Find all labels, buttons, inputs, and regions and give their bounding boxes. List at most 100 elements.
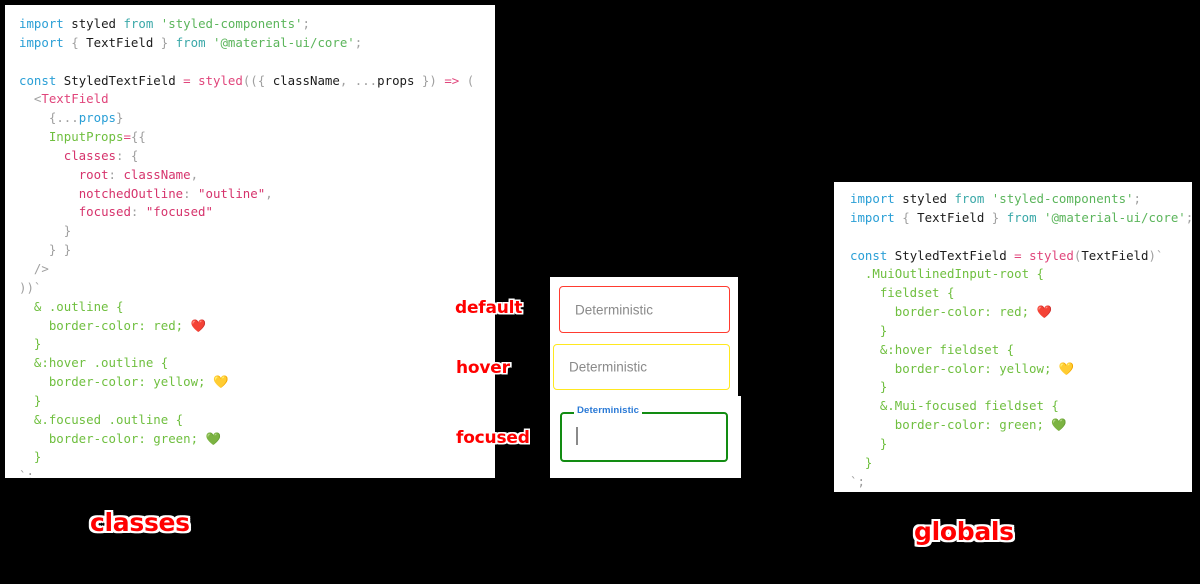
code-line: import { TextField } from '@material-ui/…: [19, 34, 495, 53]
text-cursor-caret: [576, 427, 578, 445]
code-line: border-color: yellow; 💛: [850, 360, 1192, 379]
code-line: & .outline {: [19, 298, 495, 317]
code-token: {: [71, 34, 79, 50]
code-token: (: [459, 72, 475, 88]
code-token: [850, 323, 880, 338]
code-token: ,: [265, 185, 273, 201]
code-token: ;: [1133, 191, 1141, 206]
code-token: [19, 431, 49, 446]
code-token: [19, 374, 49, 389]
code-token: styled: [1029, 247, 1074, 263]
code-token: [19, 223, 64, 238]
code-token: const: [850, 247, 888, 263]
code-line: root: className,: [19, 166, 495, 185]
code-token: :: [115, 147, 131, 163]
code-token: [19, 355, 34, 370]
code-token: [19, 204, 79, 219]
code-token: ,: [339, 72, 348, 88]
code-token: ...: [56, 110, 79, 126]
code-token: {: [257, 72, 273, 88]
code-line: border-color: green; 💚: [19, 430, 495, 449]
code-line: }: [850, 378, 1192, 397]
code-token: notchedOutline: [78, 185, 184, 201]
code-line: `;: [19, 467, 495, 478]
code-token: [19, 186, 79, 201]
code-line: focused: "focused": [19, 203, 495, 222]
code-token: )`: [1148, 247, 1164, 263]
code-token: [19, 91, 34, 106]
code-token: <: [33, 91, 42, 107]
code-token: ((: [242, 72, 258, 88]
code-token: import: [850, 191, 895, 206]
code-token: [191, 73, 198, 88]
code-token: 💛: [212, 374, 229, 390]
code-line: &:hover .outline {: [19, 354, 495, 373]
code-token: ...: [354, 72, 378, 88]
code-token: [168, 35, 175, 50]
annotation-hover: hover: [456, 358, 510, 378]
code-line: import styled from 'styled-components';: [850, 190, 1192, 209]
code-token: & .outline {: [33, 298, 124, 314]
code-token: border-color: red;: [894, 304, 1037, 320]
code-token: focused: [78, 204, 131, 220]
code-token: }: [864, 454, 873, 470]
code-token: styled: [71, 16, 116, 31]
code-token: classes: [63, 147, 116, 163]
code-token: [850, 285, 880, 300]
code-token: [850, 436, 880, 451]
code-token: [850, 266, 865, 281]
code-token: [850, 455, 865, 470]
textfield-default-label: Deterministic: [575, 302, 654, 317]
code-token: &.focused .outline {: [33, 411, 184, 427]
code-token: [19, 412, 34, 427]
textfield-focused-floating-label: Deterministic: [574, 406, 643, 416]
code-token: [19, 393, 34, 408]
code-token: }: [879, 379, 888, 395]
code-token: styled: [902, 191, 947, 206]
code-token: StyledTextField: [56, 72, 184, 88]
code-token: from: [1006, 209, 1037, 225]
code-token: ;: [302, 16, 310, 31]
code-token: [19, 318, 49, 333]
code-token: 'styled-components': [160, 16, 303, 31]
code-token: =: [123, 129, 131, 145]
code-token: :: [183, 185, 199, 201]
textfield-focused[interactable]: Deterministic: [560, 406, 728, 462]
code-token: "outline": [198, 185, 266, 201]
code-token: [850, 342, 880, 357]
annotation-focused: focused: [456, 428, 530, 448]
code-token: StyledTextField: [887, 247, 1015, 263]
code-line: const StyledTextField = styled(TextField…: [850, 247, 1192, 266]
code-token: [850, 398, 880, 413]
code-line: border-color: green; 💚: [850, 416, 1192, 435]
code-token: [206, 35, 213, 50]
code-token: props: [377, 72, 415, 88]
code-line: fieldset {: [850, 284, 1192, 303]
code-token: fieldset {: [879, 285, 955, 301]
code-line: ))`: [19, 279, 495, 298]
code-token: import: [850, 209, 895, 225]
textfield-hover[interactable]: Deterministic: [553, 344, 730, 390]
textfield-hover-label: Deterministic: [569, 359, 648, 375]
code-token: from: [175, 34, 206, 50]
code-token: [1037, 210, 1044, 225]
code-token: }: [63, 223, 72, 239]
code-token: props: [78, 110, 117, 126]
code-token: [19, 129, 49, 144]
code-token: border-color: green;: [894, 417, 1052, 433]
code-token: ))`: [19, 279, 42, 295]
code-line: [850, 228, 1192, 247]
textfield-default[interactable]: Deterministic: [559, 286, 730, 333]
code-token: =: [183, 72, 191, 88]
code-token: :: [130, 204, 146, 220]
code-token: [347, 73, 354, 88]
code-token: [19, 148, 64, 163]
code-line: <TextField: [19, 90, 495, 109]
code-token: 💚: [205, 430, 221, 446]
code-line: &.focused .outline {: [19, 411, 495, 430]
code-token: }: [991, 209, 1000, 225]
code-token: [850, 379, 880, 394]
code-token: import: [19, 16, 64, 31]
code-line: }: [19, 335, 495, 354]
code-token: ;: [1186, 210, 1192, 225]
